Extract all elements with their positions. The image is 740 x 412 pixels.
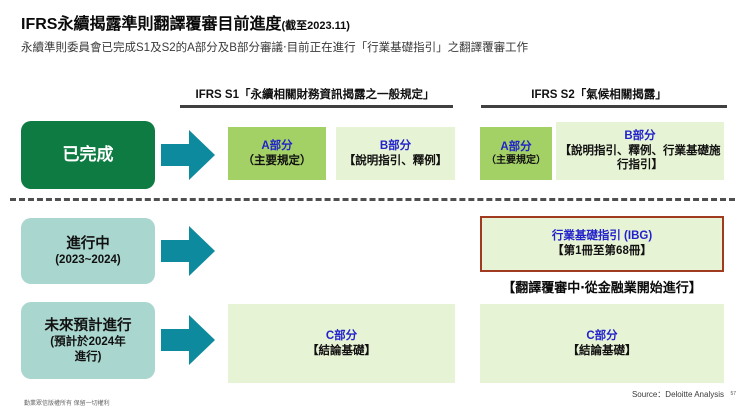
box-s1-part-b-desc: 【說明指引、釋例】 [343,154,448,167]
box-s1-part-b-title: B部分 [379,139,412,152]
column-underline-s1 [180,105,453,108]
stage-completed: 已完成 [21,121,155,189]
box-s1-part-b: B部分 【說明指引、釋例】 [336,127,455,180]
right-arrow-icon [161,226,215,276]
box-s2-industry-guidance-title: 行業基礎指引 (IBG) [551,230,653,243]
box-s1-part-c-desc: 【結論基礎】 [307,344,376,357]
column-header-ifrs-s1: IFRS S1「永續相關財務資訊揭露之一般規定」 [195,89,435,101]
stage-completed-label: 已完成 [62,145,114,165]
stage-in-progress-label: 進行中 [66,235,110,252]
stage-in-progress-period: (2023~2024) [55,253,121,266]
box-s2-part-a: A部分 （主要規定） [480,127,552,180]
page-title-date-suffix: (截至2023.11) [281,20,350,32]
page-number: 57 [730,391,736,397]
box-s2-part-a-desc: （主要規定） [486,155,546,167]
box-s2-part-b-title: B部分 [624,129,656,142]
box-s2-industry-guidance-desc: 【第1冊至第68冊】 [552,245,652,257]
stage-future-period-line2: 進行) [74,350,102,363]
industry-guidance-note: 【翻譯覆審中‧從金融業開始進行】 [502,280,702,295]
column-header-ifrs-s2: IFRS S2「氣候相關揭露」 [531,89,667,101]
stage-future-period-line1: (預計於2024年 [50,336,126,349]
box-s2-part-b-desc: 【說明指引、釋例、行業基礎施行指引】 [559,144,721,172]
box-s2-part-b: B部分 【說明指引、釋例、行業基礎施行指引】 [556,122,724,180]
dashed-divider [10,198,735,201]
stage-future-label: 未來預計進行 [44,318,132,335]
box-s2-part-c: C部分 【結論基礎】 [480,304,724,383]
box-s1-part-c: C部分 【結論基礎】 [228,304,455,383]
right-arrow-icon [161,315,215,365]
box-s1-part-a-desc: （主要規定） [242,154,312,167]
page-title-main: IFRS永續揭露準則翻譯覆審目前進度 [21,16,282,33]
subtitle: 永續準則委員會已完成S1及S2的A部分及B部分審議‧目前正在進行「行業基礎指引」… [21,42,529,54]
box-s2-industry-guidance: 行業基礎指引 (IBG) 【第1冊至第68冊】 [480,216,724,272]
box-s1-part-c-title: C部分 [325,329,358,342]
column-underline-s2 [481,105,727,108]
stage-in-progress: 進行中 (2023~2024) [21,218,155,284]
right-arrow-icon [161,130,215,180]
source-note: Source：Deloitte Analysis [631,390,724,399]
stage-future: 未來預計進行 (預計於2024年 進行) [21,302,155,379]
box-s2-part-c-desc: 【結論基礎】 [567,344,637,357]
box-s1-part-a-title: A部分 [261,139,293,152]
box-s1-part-a: A部分 （主要規定） [228,127,326,180]
box-s2-part-c-title: C部分 [586,329,618,342]
box-s2-part-a-title: A部分 [500,140,532,153]
copyright-notice: 勤業眾信版權所有 保留一切權利 [24,401,110,407]
page-title: IFRS永續揭露準則翻譯覆審目前進度(截至2023.11) [21,10,350,34]
